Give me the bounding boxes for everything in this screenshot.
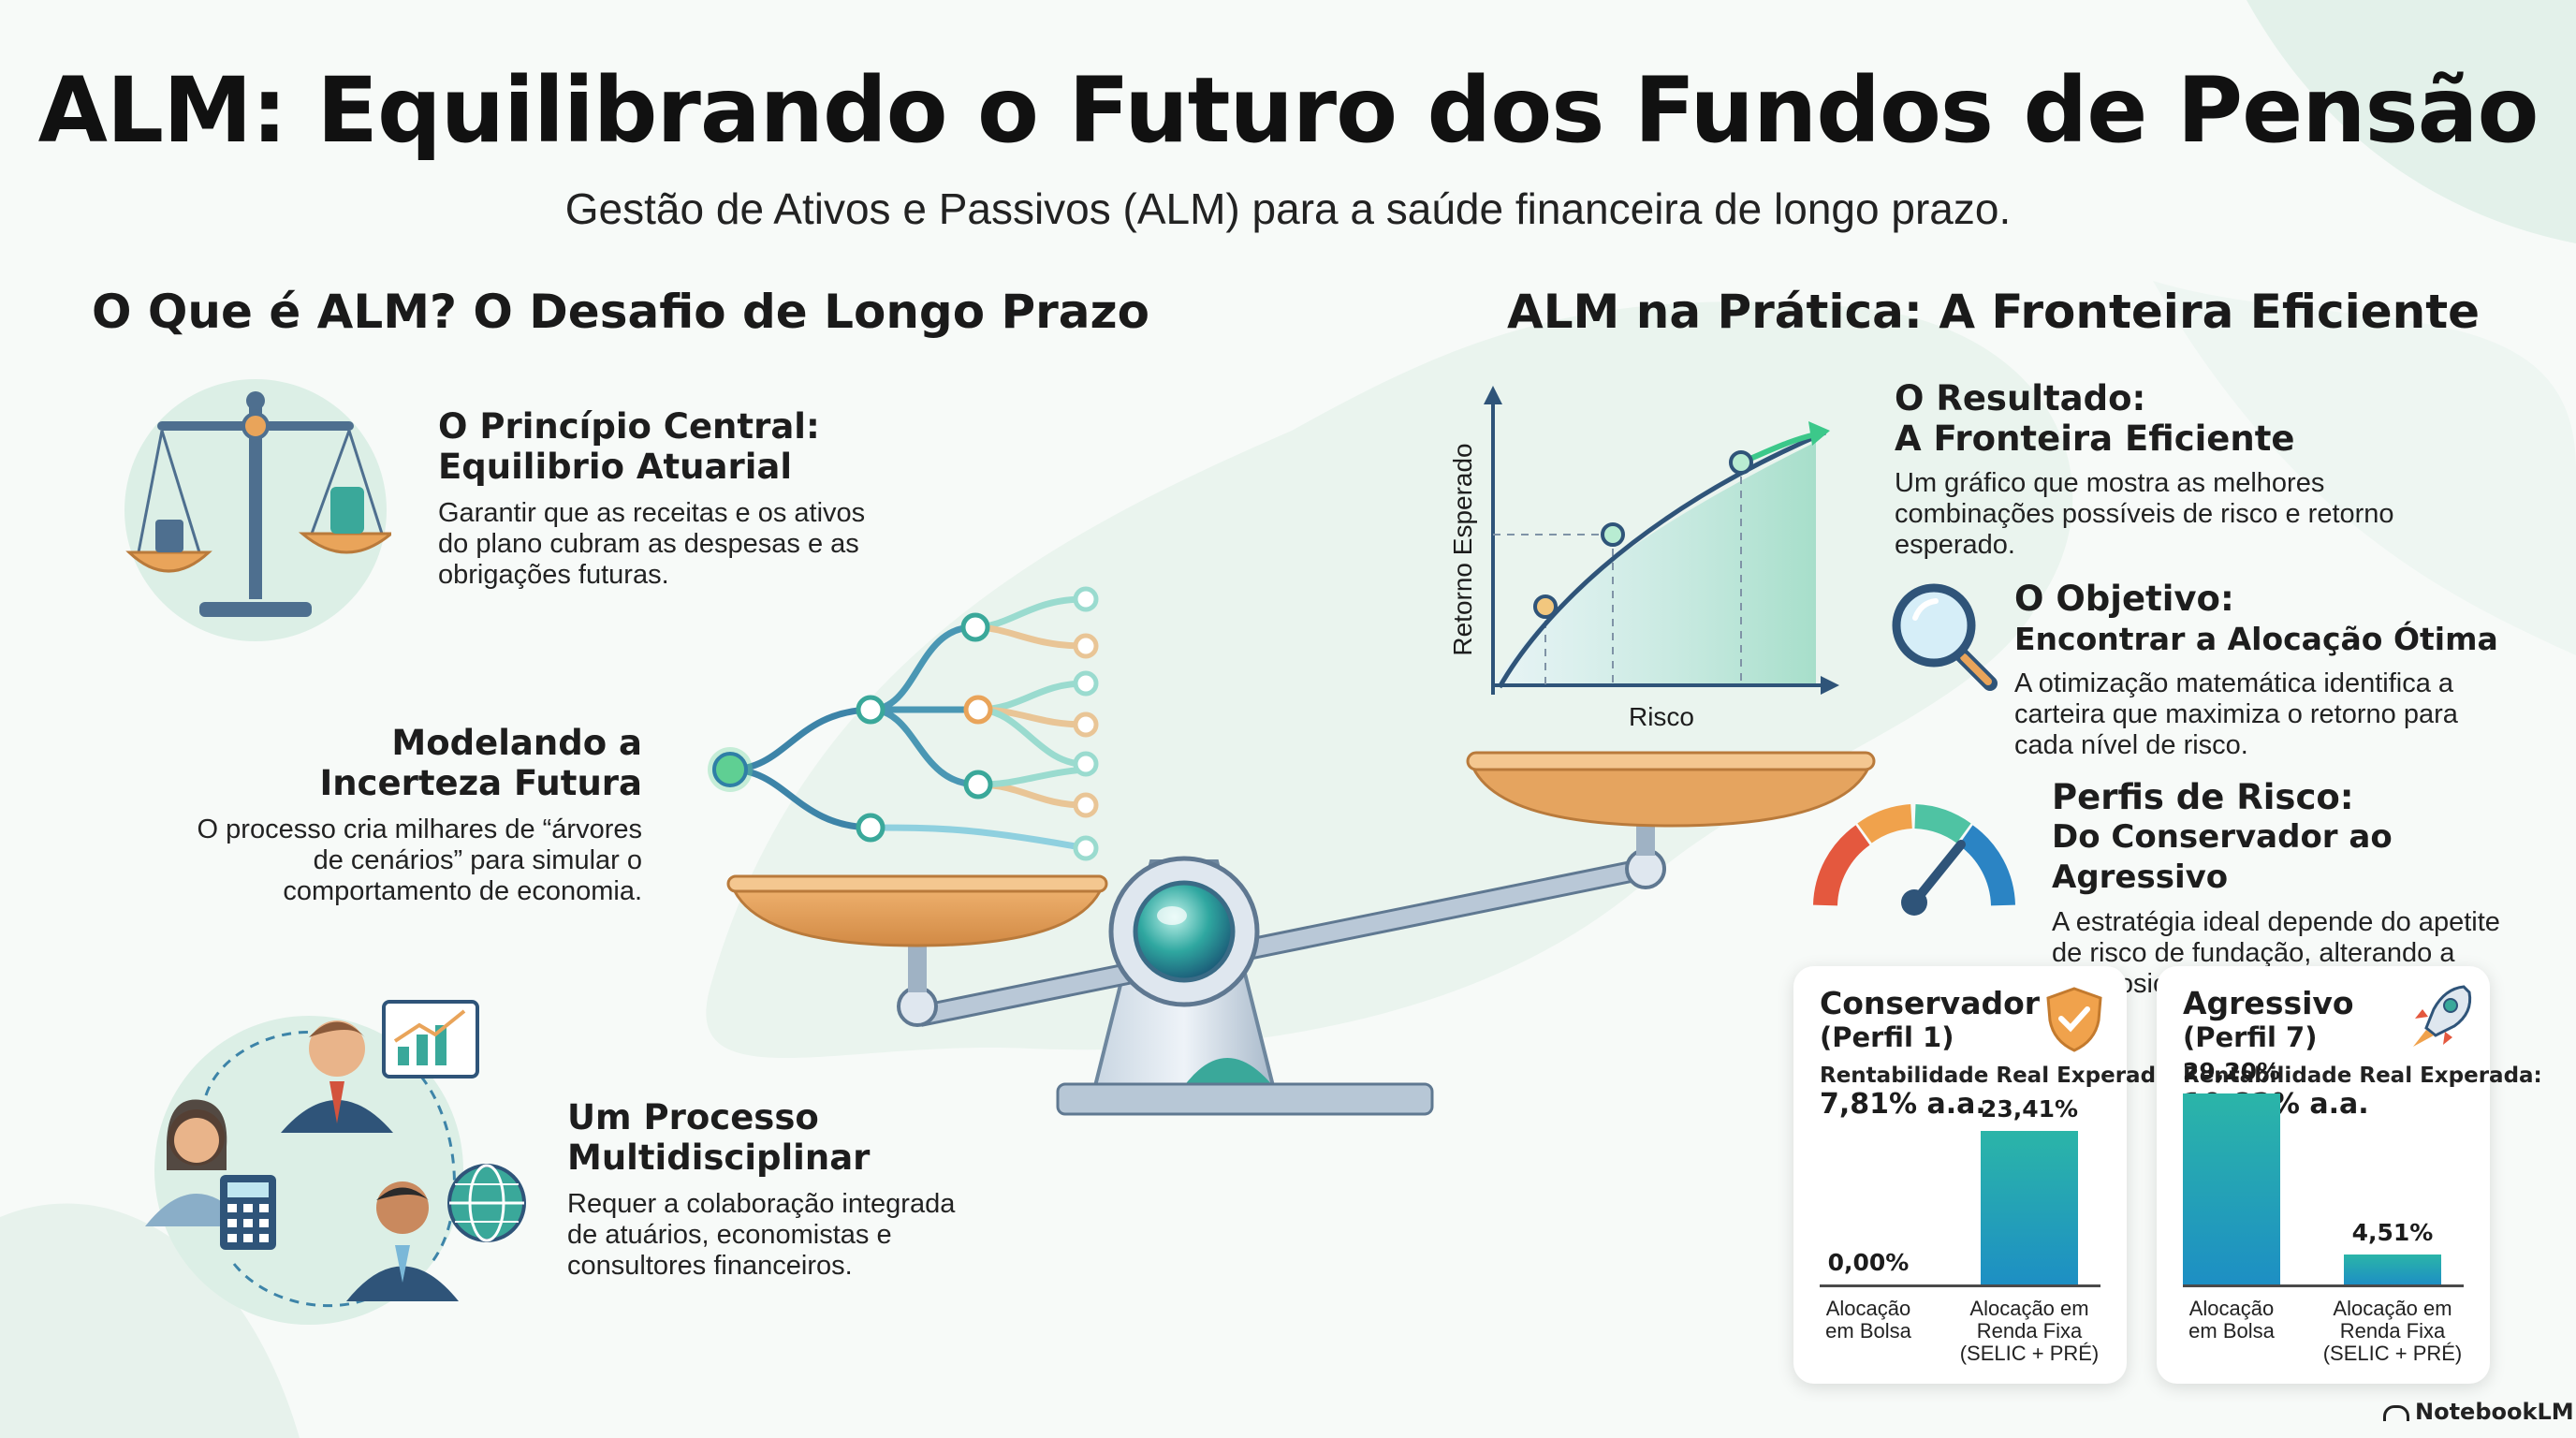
body-line: do plano cubram as despesas e as	[438, 529, 859, 559]
body-line: carteira que maximiza o retorno para	[2014, 699, 2458, 729]
profile-card-agressivo: Agressivo (Perfil 7) Rentabilidade Real …	[2157, 966, 2542, 1384]
brand-badge: NotebookLM	[2383, 1399, 2574, 1425]
body-line: de atuários, economistas e	[567, 1220, 892, 1250]
category-line: em Bolsa	[1825, 1319, 1911, 1343]
category-line: Alocação	[2188, 1297, 2275, 1320]
profile-return-label: Rentabilidade Real Experada:	[2183, 1064, 2542, 1088]
profile-name: Agressivo	[2183, 985, 2354, 1021]
body-line: de cenários” para simular o	[313, 845, 642, 875]
body-line: Requer a colaboração integrada	[567, 1189, 956, 1219]
item-incerteza-title-1: Modelando a	[391, 723, 642, 763]
item-resultado-title-2: A Fronteira Eficiente	[1895, 418, 2295, 459]
profile-card-conservador: Conservador (Perfil 1) Rentabilidade Rea…	[1793, 966, 2179, 1384]
item-incerteza-body: O processo cria milhares de “árvores de …	[131, 814, 642, 907]
central-balance-illustration	[726, 788, 1666, 1116]
category-line: Renda Fixa	[1976, 1319, 2083, 1343]
body-line: Garantir que as receitas e os ativos	[438, 498, 866, 528]
right-section-heading: ALM na Prática: A Fronteira Eficiente	[1507, 285, 2481, 339]
chart-baseline	[2183, 1284, 2464, 1287]
item-multidisciplinar-title-1: Um Processo	[567, 1097, 819, 1137]
body-line: A estratégia ideal depende do apetite	[2052, 907, 2500, 937]
item-multidisciplinar-title-2: Multidisciplinar	[567, 1137, 871, 1178]
frontier-x-label: Risco	[1629, 702, 1694, 731]
item-equilibrio-title-1: O Princípio Central:	[438, 406, 820, 447]
category-line: Renda Fixa	[2339, 1319, 2446, 1343]
item-objetivo: O Objetivo: Encontrar a Alocação Ótima A…	[2014, 579, 2557, 761]
profile-return-label: Rentabilidade Real Experada:	[1820, 1064, 2179, 1088]
body-line: consultores financeiros.	[567, 1251, 853, 1281]
brand-label: NotebookLM	[2415, 1399, 2574, 1425]
page-subtitle: Gestão de Ativos e Passivos (ALM) para a…	[564, 184, 2012, 233]
frontier-y-label: Retorno Esperado	[1448, 443, 1477, 655]
item-multidisciplinar-body: Requer a colaboração integrada de atuári…	[567, 1189, 1091, 1282]
body-line: comportamento de economia.	[283, 876, 642, 906]
body-line: combinações possíveis de risco e retorno	[1895, 499, 2394, 529]
body-line: O processo cria milhares de “árvores	[197, 814, 642, 844]
team-collaboration-icon	[145, 1000, 526, 1325]
body-line: obrigações futuras.	[438, 560, 669, 590]
left-section-heading: O Que é ALM? O Desafio de Longo Prazo	[92, 285, 1149, 339]
item-multidisciplinar: Um Processo Multidisciplinar Requer a co…	[567, 1097, 1091, 1282]
profile-return-value: 7,81% a.a.	[1820, 1088, 1986, 1121]
gauge-icon	[1813, 804, 2015, 916]
allocation-bar	[2183, 1093, 2280, 1284]
frontier-point	[1601, 522, 1625, 547]
category-line: Alocação	[1825, 1297, 1911, 1320]
profile-name: Conservador	[1820, 985, 2041, 1021]
item-equilibrio: O Princípio Central: Equilibrio Atuarial…	[438, 406, 962, 591]
item-perfis-title-1: Perfis de Risco:	[2052, 777, 2354, 817]
body-line: Um gráfico que mostra as melhores	[1895, 468, 2325, 498]
category-line: Alocação em	[1969, 1297, 2089, 1320]
item-objetivo-body: A otimização matemática identifica a car…	[2014, 668, 2557, 761]
body-line: de risco de fundação, alterando a	[2052, 938, 2455, 968]
notebooklm-logo-icon	[2383, 1404, 2409, 1421]
item-resultado-body: Um gráfico que mostra as melhores combin…	[1895, 468, 2550, 561]
allocation-bar	[1981, 1131, 2078, 1284]
balance-scale-icon	[124, 379, 391, 641]
allocation-bar	[2344, 1255, 2441, 1284]
category-line: (SELIC + PRÉ)	[1959, 1342, 2100, 1365]
chart-baseline	[1820, 1284, 2100, 1287]
item-equilibrio-title-2: Equilibrio Atuarial	[438, 447, 793, 487]
rocket-icon	[2413, 985, 2472, 1047]
allocation-value-label: 4,51%	[2351, 1219, 2434, 1247]
body-line: esperado.	[1895, 530, 2015, 560]
item-objetivo-title-2: Encontrar a Alocação Ótima	[2014, 621, 2498, 657]
item-incerteza: Modelando a Incerteza Futura O processo …	[131, 723, 642, 907]
scenario-tree-icon	[708, 586, 1099, 861]
efficient-frontier-chart	[1484, 386, 1839, 695]
item-equilibrio-body: Garantir que as receitas e os ativos do …	[438, 498, 962, 591]
item-incerteza-title-2: Incerteza Futura	[319, 763, 642, 803]
profile-level: (Perfil 7)	[2183, 1021, 2318, 1053]
profile-level: (Perfil 1)	[1820, 1021, 1954, 1053]
allocation-value-label: 29,20%	[2182, 1057, 2281, 1085]
item-objetivo-title-1: O Objetivo:	[2014, 579, 2234, 619]
body-line: cada nível de risco.	[2014, 730, 2248, 760]
allocation-value-label: 0,00%	[1827, 1249, 1910, 1276]
item-perfis-title-2: Do Conservador ao Agressivo	[2052, 818, 2393, 896]
frontier-axis-labels: Risco Retorno Esperado	[1448, 443, 1694, 731]
category-line: (SELIC + PRÉ)	[2322, 1342, 2463, 1365]
right-pan-icon	[1466, 751, 1876, 828]
category-line: Alocação em	[2333, 1297, 2452, 1320]
magnifier-icon	[1892, 583, 1998, 691]
item-resultado-title-1: O Resultado:	[1895, 378, 2146, 418]
frontier-point	[1533, 594, 1558, 619]
body-line: A otimização matemática identifica a	[2014, 668, 2454, 698]
item-resultado: O Resultado: A Fronteira Eficiente Um gr…	[1895, 378, 2550, 561]
shield-check-icon	[2046, 987, 2102, 1052]
frontier-point	[1729, 450, 1753, 475]
allocation-value-label: 23,41%	[1980, 1095, 2079, 1123]
category-line: em Bolsa	[2188, 1319, 2275, 1343]
page-title: ALM: Equilibrando o Futuro dos Fundos de…	[37, 58, 2539, 163]
